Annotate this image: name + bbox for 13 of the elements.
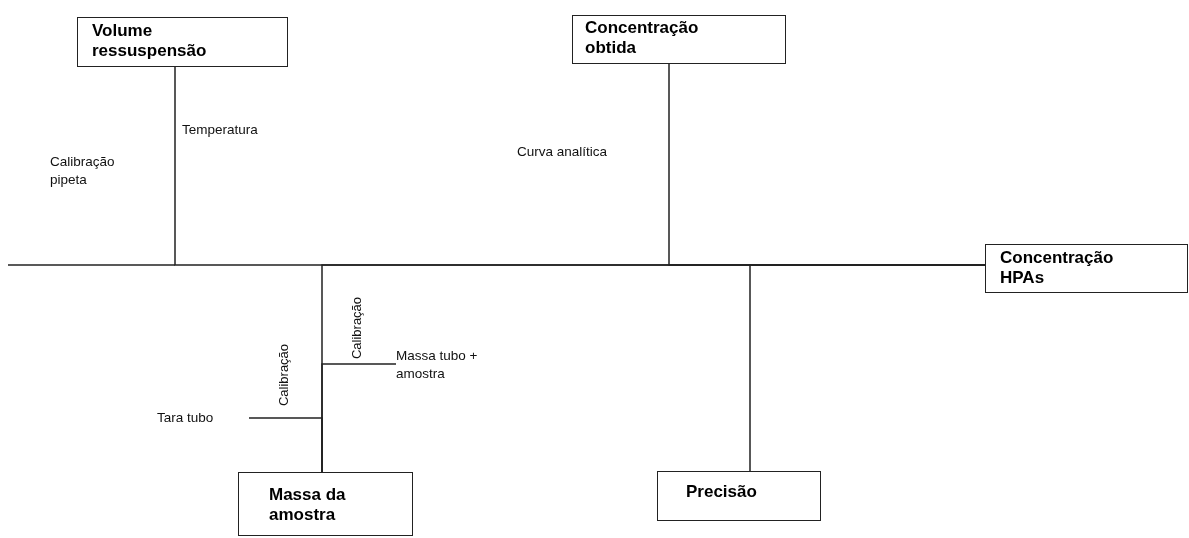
sub-cause-text: Massa tubo + amostra xyxy=(396,347,506,383)
edge-label: Calibração xyxy=(277,343,292,407)
cause-box: Concentração obtida xyxy=(572,15,786,64)
cause-box: Volume ressuspensão xyxy=(77,17,288,67)
sub-cause-text: Temperatura xyxy=(182,121,259,139)
sub-cause-text: Calibração pipeta xyxy=(50,153,116,189)
cause-box: Precisão xyxy=(657,471,821,521)
bone-line xyxy=(321,363,397,473)
sub-cause-text: Curva analítica xyxy=(517,143,609,161)
cause-box: Massa da amostra xyxy=(238,472,413,536)
edge-label: Calibração xyxy=(350,296,365,360)
effect-box: Concentração HPAs xyxy=(985,244,1188,293)
sub-cause-text: Tara tubo xyxy=(157,409,249,427)
